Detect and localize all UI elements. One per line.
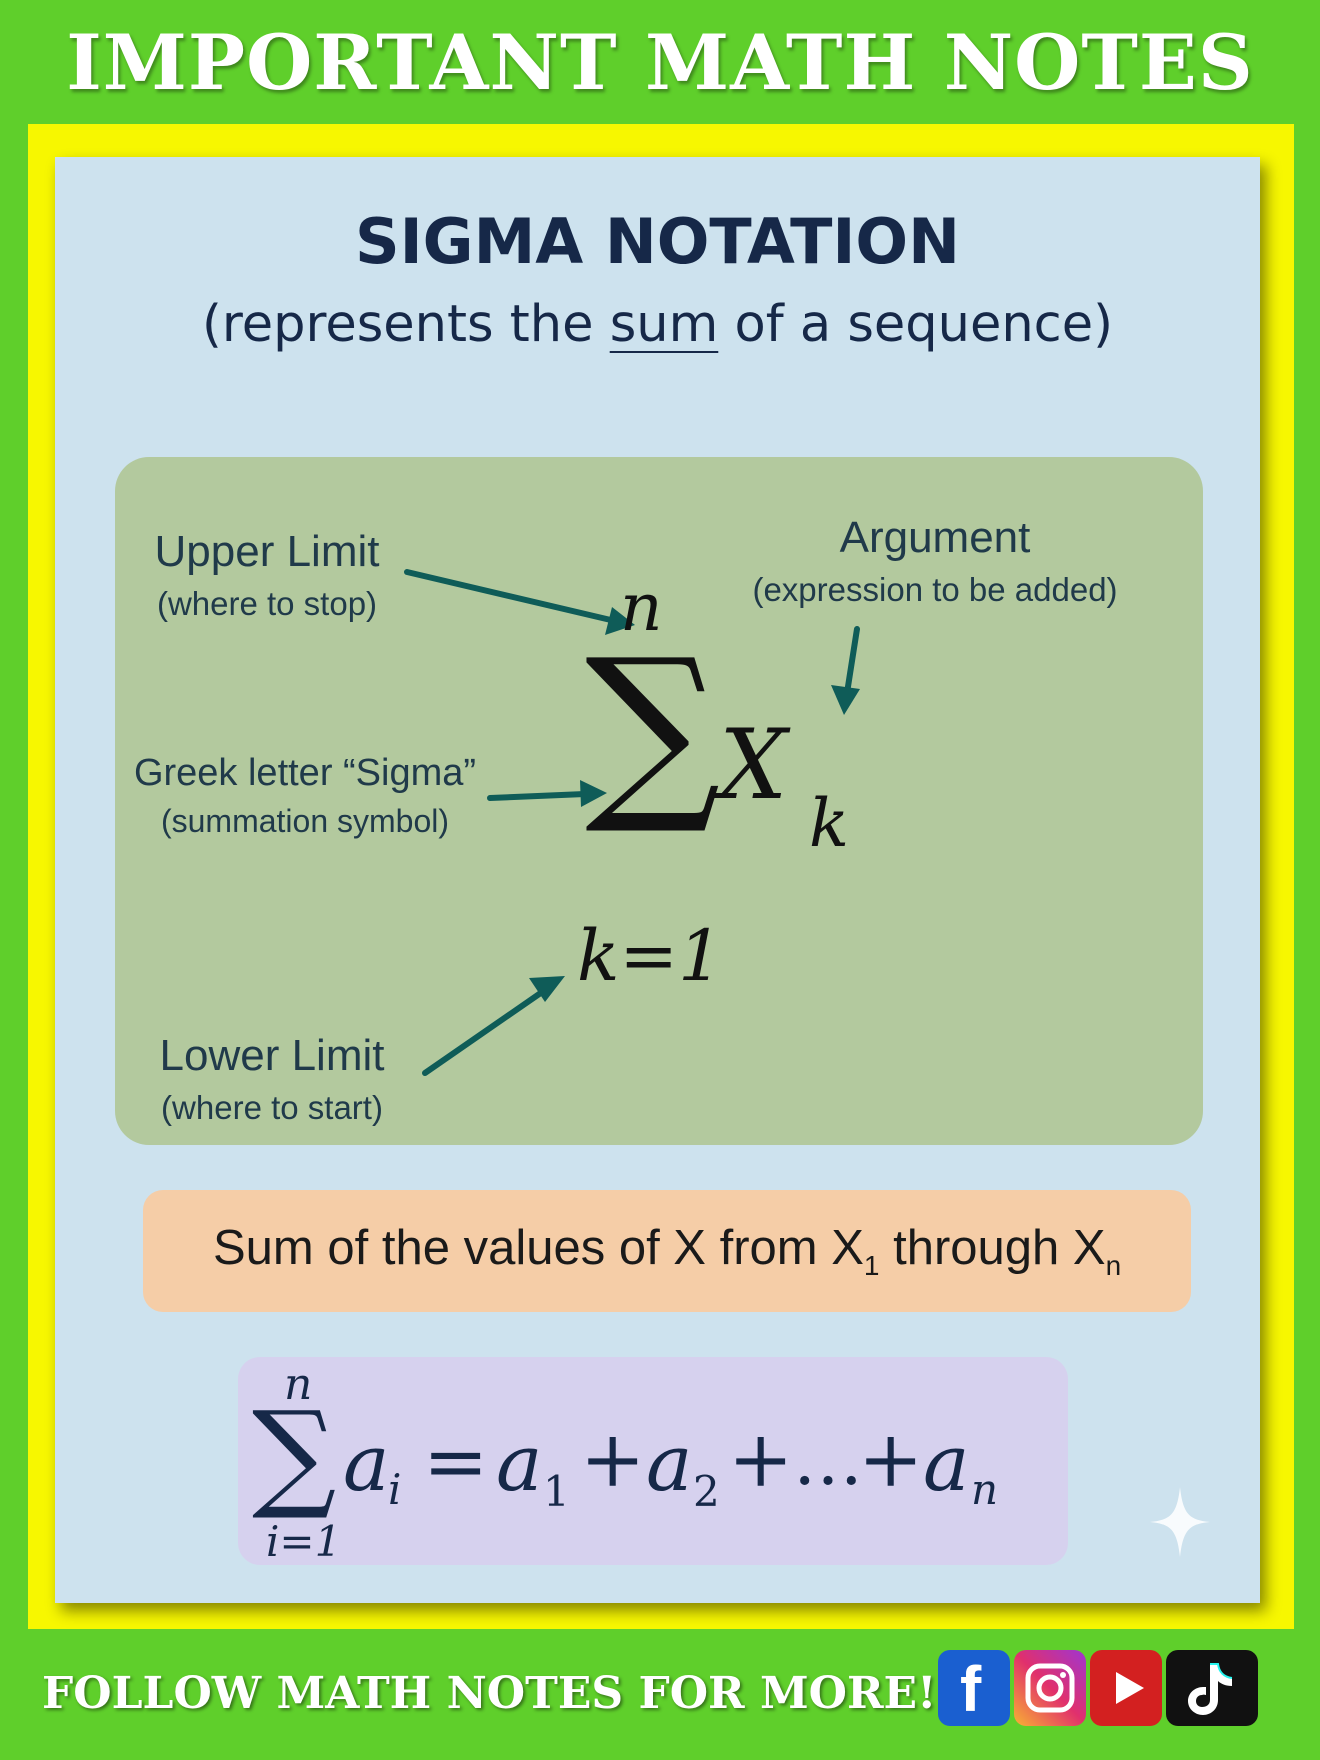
argument-sub: (expression to be added): [752, 571, 1118, 608]
formula-plus-1: +: [580, 1415, 646, 1505]
formula-lhs: a: [343, 1419, 390, 1509]
formula-box: n ∑ i=1 a i = a 1 + a 2 + … + a n: [238, 1357, 1068, 1566]
page-title: IMPORTANT MATH NOTES: [66, 18, 1254, 107]
facebook-icon[interactable]: f: [938, 1650, 1010, 1726]
argument-title: Argument: [839, 513, 1031, 562]
sum-sub-1: 1: [863, 1249, 880, 1281]
card-title: SIGMA NOTATION: [354, 205, 961, 278]
formula-sigma: ∑: [252, 1385, 337, 1523]
tiktok-glyph: [1188, 1663, 1233, 1715]
instagram-glyph: [1025, 1663, 1075, 1713]
formula-t1-sub: 1: [543, 1467, 570, 1516]
formula-lhs-sub: i: [388, 1465, 402, 1514]
arrows: [404, 569, 860, 1076]
facebook-glyph: f: [960, 1653, 982, 1725]
sigma-symbol: ∑: [585, 618, 721, 839]
sigma-sub: (summation symbol): [160, 803, 450, 839]
upper-limit-label: Upper Limit (where to stop): [137, 527, 397, 623]
lower-limit-sub: (where to start): [161, 1089, 383, 1126]
formula-plus-2: +: [728, 1415, 794, 1505]
formula-upper: n: [284, 1359, 313, 1410]
sigma-diagram-box: Upper Limit (where to stop) Argument (ex…: [115, 457, 1203, 1145]
lower-limit-arrow: [422, 987, 548, 1076]
argument-symbol: X: [719, 709, 788, 821]
upper-limit-arrowhead: [605, 607, 635, 635]
sigma-title: Greek letter “Sigma”: [133, 752, 477, 794]
subtitle-after: of a sequence): [718, 295, 1113, 354]
formula-t1: a: [496, 1419, 543, 1509]
footer-text: FOLLOW MATH NOTES FOR MORE!: [42, 1668, 937, 1719]
youtube-icon[interactable]: [1090, 1650, 1162, 1726]
formula-lower: i=1: [266, 1517, 342, 1566]
formula-ellipsis: …: [793, 1419, 863, 1501]
sum-text-middle: through X: [879, 1221, 1106, 1275]
formula-tn-sub: n: [971, 1465, 999, 1514]
sparkle-icon: [1150, 1487, 1210, 1557]
formula-tn: a: [923, 1419, 970, 1509]
instagram-icon[interactable]: [1014, 1650, 1086, 1726]
upper-limit-title: Upper Limit: [154, 527, 380, 576]
upper-limit-sub: (where to stop): [156, 585, 378, 622]
formula-t2-sub: 2: [693, 1467, 720, 1516]
note-card: SIGMA NOTATION (represents the sum of a …: [55, 157, 1260, 1603]
argument-subscript: k: [809, 785, 849, 862]
sum-sub-n: n: [1105, 1249, 1122, 1281]
card-subtitle: (represents the sum of a sequence): [55, 295, 1260, 354]
sum-description-box: Sum of the values of X from X1 through X…: [143, 1190, 1191, 1312]
subtitle-before: (represents the: [202, 295, 610, 354]
argument-arrow: [844, 626, 860, 696]
lower-limit-label: Lower Limit (where to start): [137, 1031, 407, 1127]
sigma-arrow: [487, 791, 588, 801]
lower-limit-arrowhead: [529, 976, 565, 1002]
formula-t2: a: [646, 1419, 693, 1509]
sigma-arrowhead: [580, 780, 607, 807]
youtube-glyph: [1116, 1672, 1144, 1704]
lower-limit-symbol: k=1: [577, 915, 723, 997]
sum-text-before: Sum of the values of X from X: [213, 1221, 864, 1275]
upper-limit-symbol: n: [620, 569, 663, 646]
sigma-label: Greek letter “Sigma” (summation symbol): [115, 752, 495, 840]
upper-limit-arrow: [404, 569, 618, 624]
argument-arrowhead: [831, 685, 860, 715]
sum-description: Sum of the values of X from X1 through X…: [213, 1220, 1121, 1282]
argument-label: Argument (expression to be added): [735, 513, 1135, 609]
lower-limit-title: Lower Limit: [159, 1031, 385, 1080]
formula-plus-3: +: [858, 1415, 924, 1505]
formula-equals: =: [423, 1417, 489, 1507]
tiktok-icon[interactable]: [1166, 1650, 1258, 1726]
subtitle-underlined: sum: [609, 295, 719, 354]
